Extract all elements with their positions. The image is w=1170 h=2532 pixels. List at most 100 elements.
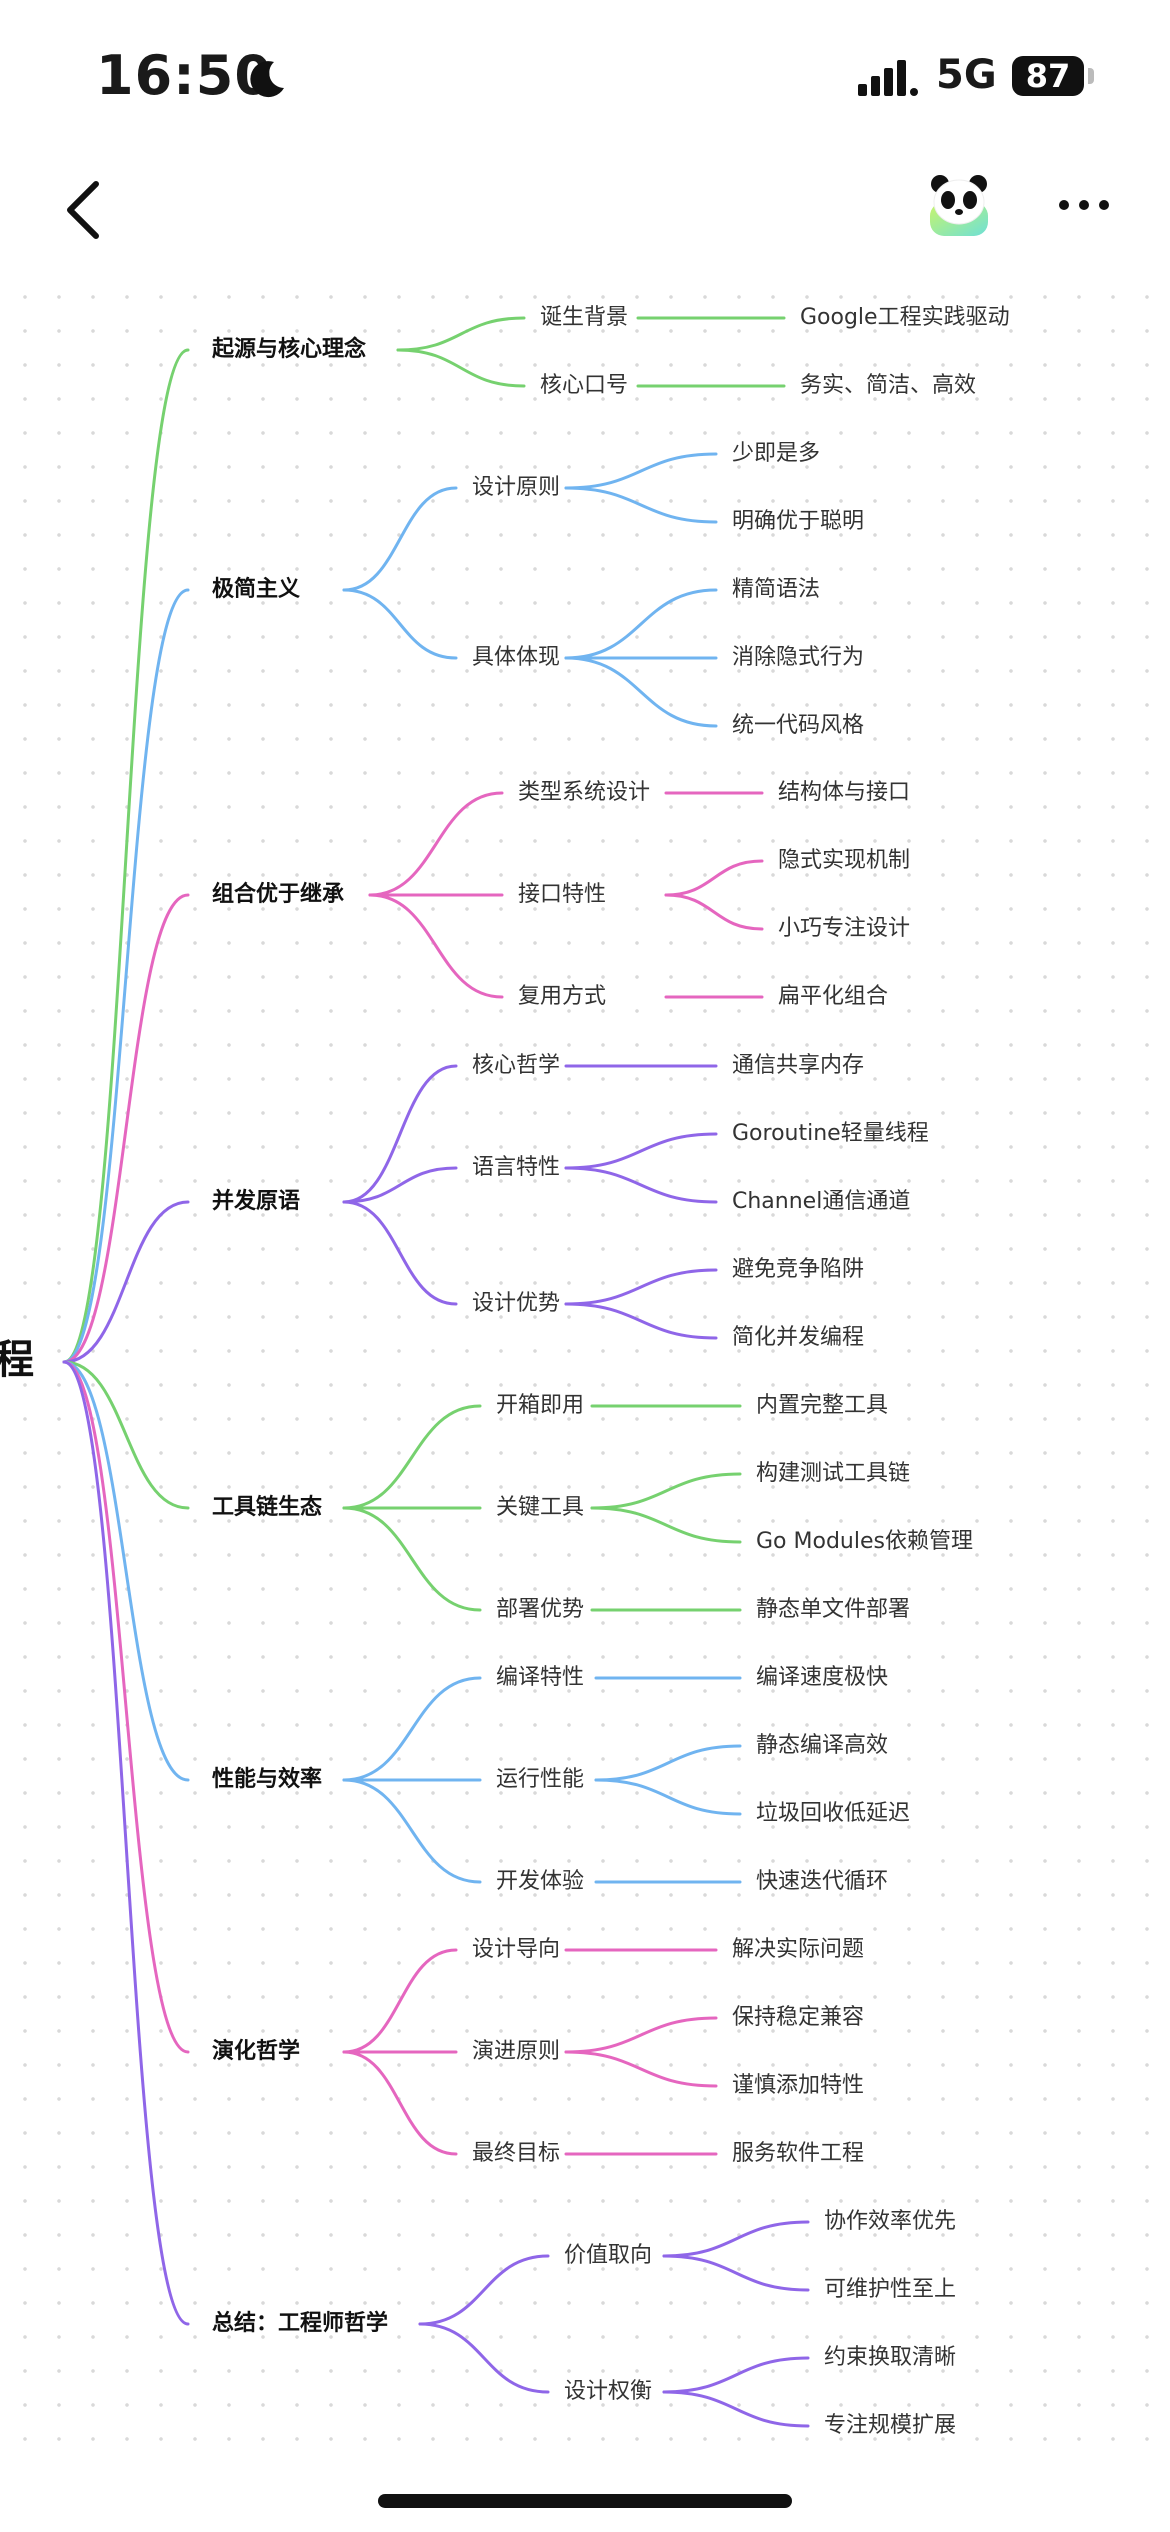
- leaf-node[interactable]: 精简语法: [732, 577, 820, 602]
- subbranch-connector: [342, 2050, 458, 2156]
- leaf-node[interactable]: 内置完整工具: [756, 1393, 888, 1418]
- leaf-node[interactable]: 垃圾回收低延迟: [756, 1801, 910, 1826]
- subbranch-connector: [342, 1064, 458, 1204]
- subbranch-connector: [342, 1506, 482, 1612]
- branch-node[interactable]: 工具链生态: [212, 1494, 322, 1520]
- leaf-connector: [662, 2220, 810, 2258]
- branch-node[interactable]: 并发原语: [212, 1188, 300, 1214]
- leaf-node[interactable]: 隐式实现机制: [778, 848, 910, 873]
- leaf-node[interactable]: Go Modules依赖管理: [756, 1529, 973, 1554]
- leaf-node[interactable]: 可维护性至上: [824, 2277, 956, 2302]
- status-time: 16:50: [96, 44, 273, 107]
- subbranch-node[interactable]: 编译特性: [496, 1665, 584, 1690]
- subbranch-connector: [342, 1200, 458, 1306]
- subbranch-node[interactable]: 复用方式: [518, 984, 606, 1009]
- subbranch-node[interactable]: 部署优势: [496, 1597, 584, 1622]
- leaf-connector: [664, 859, 764, 897]
- subbranch-node[interactable]: 价值取向: [564, 2243, 652, 2268]
- subbranch-node[interactable]: 接口特性: [518, 882, 606, 907]
- subbranch-node[interactable]: 设计原则: [472, 475, 560, 500]
- leaf-node[interactable]: 少即是多: [732, 441, 820, 466]
- leaf-node[interactable]: 消除隐式行为: [732, 645, 864, 670]
- subbranch-node[interactable]: 核心口号: [540, 373, 628, 398]
- leaf-connector: [564, 486, 718, 524]
- network-label: 5G: [936, 52, 997, 98]
- branch-node[interactable]: 演化哲学: [212, 2038, 300, 2064]
- home-indicator[interactable]: [378, 2494, 792, 2508]
- subbranch-node[interactable]: 开发体验: [496, 1869, 584, 1894]
- branch-node[interactable]: 组合优于继承: [212, 881, 344, 907]
- leaf-node[interactable]: 协作效率优先: [824, 2209, 956, 2234]
- leaf-node[interactable]: 小巧专注设计: [778, 916, 910, 941]
- leaf-node[interactable]: Goroutine轻量线程: [732, 1121, 929, 1146]
- root-node[interactable]: 程: [0, 1337, 34, 1383]
- panda-avatar-icon[interactable]: [926, 172, 992, 238]
- leaf-node[interactable]: 静态编译高效: [756, 1733, 888, 1758]
- moon-icon: [250, 61, 284, 98]
- leaf-connector: [590, 1506, 742, 1544]
- subbranch-node[interactable]: 设计导向: [472, 1937, 560, 1962]
- leaf-node[interactable]: Channel通信通道: [732, 1189, 910, 1214]
- subbranch-node[interactable]: 设计权衡: [564, 2379, 652, 2404]
- leaf-node[interactable]: 通信共享内存: [732, 1053, 864, 1078]
- leaf-node[interactable]: 静态单文件部署: [756, 1597, 910, 1622]
- subbranch-connector: [342, 486, 458, 592]
- subbranch-connector: [342, 1778, 482, 1884]
- subbranch-node[interactable]: 核心哲学: [472, 1053, 560, 1078]
- signal-icon: [858, 60, 918, 96]
- leaf-node[interactable]: 统一代码风格: [732, 713, 864, 738]
- leaf-node[interactable]: 简化并发编程: [732, 1325, 864, 1350]
- leaf-node[interactable]: 约束换取清晰: [824, 2345, 956, 2370]
- subbranch-node[interactable]: 开箱即用: [496, 1393, 584, 1418]
- more-dots-icon[interactable]: [1052, 180, 1116, 230]
- mindmap-canvas[interactable]: 程 起源与核心理念 诞生背景 Google工程实践驱动核心口号 务实、简洁、高效极简主义…: [0, 270, 1170, 2450]
- subbranch-node[interactable]: 最终目标: [472, 2141, 560, 2166]
- leaf-connector: [594, 1778, 742, 1816]
- subbranch-connector: [368, 791, 504, 897]
- leaf-node[interactable]: 构建测试工具链: [756, 1461, 910, 1486]
- leaf-node[interactable]: 编译速度极快: [756, 1665, 888, 1690]
- leaf-node[interactable]: 专注规模扩展: [824, 2413, 956, 2438]
- branch-connector: [62, 1360, 190, 2054]
- leaf-node[interactable]: 扁平化组合: [778, 984, 888, 1009]
- leaf-connector: [564, 2016, 718, 2054]
- branch-node[interactable]: 总结：工程师哲学: [212, 2310, 388, 2336]
- subbranch-node[interactable]: 具体体现: [472, 645, 560, 670]
- leaf-node[interactable]: 谨慎添加特性: [732, 2073, 864, 2098]
- battery-indicator: 87: [1012, 56, 1084, 96]
- leaf-node[interactable]: 快速迭代循环: [756, 1869, 888, 1894]
- subbranch-node[interactable]: 语言特性: [472, 1155, 560, 1180]
- leaf-node[interactable]: 避免竞争陷阱: [732, 1257, 864, 1282]
- leaf-connector: [564, 656, 718, 728]
- leaf-node[interactable]: 服务软件工程: [732, 2141, 864, 2166]
- leaf-node[interactable]: 结构体与接口: [778, 780, 910, 805]
- subbranch-node[interactable]: 演进原则: [472, 2039, 560, 2064]
- branch-connector: [62, 588, 190, 1364]
- leaf-connector: [564, 1166, 718, 1204]
- subbranch-node[interactable]: 运行性能: [496, 1767, 584, 1792]
- nav-bar: [0, 150, 1170, 270]
- leaf-node[interactable]: Google工程实践驱动: [800, 305, 1010, 330]
- branch-connector: [62, 1360, 190, 1782]
- subbranch-connector: [396, 316, 526, 352]
- subbranch-node[interactable]: 设计优势: [472, 1291, 560, 1316]
- subbranch-node[interactable]: 关键工具: [496, 1495, 584, 1520]
- chevron-left-icon[interactable]: [56, 170, 116, 250]
- leaf-node[interactable]: 保持稳定兼容: [732, 2005, 864, 2030]
- branch-node[interactable]: 极简主义: [212, 576, 300, 602]
- leaf-connector: [590, 1472, 742, 1510]
- leaf-node[interactable]: 明确优于聪明: [732, 509, 864, 534]
- subbranch-connector: [342, 1676, 482, 1782]
- subbranch-connector: [368, 893, 504, 999]
- subbranch-connector: [418, 2322, 550, 2394]
- subbranch-node[interactable]: 诞生背景: [540, 305, 628, 330]
- subbranch-node[interactable]: 类型系统设计: [518, 780, 650, 805]
- branch-node[interactable]: 性能与效率: [212, 1766, 322, 1792]
- leaf-node[interactable]: 务实、简洁、高效: [800, 373, 976, 398]
- branch-node[interactable]: 起源与核心理念: [211, 336, 366, 362]
- subbranch-connector: [396, 348, 526, 388]
- leaf-connector: [564, 1268, 718, 1306]
- leaf-connector: [564, 588, 718, 660]
- leaf-node[interactable]: 解决实际问题: [732, 1937, 864, 1962]
